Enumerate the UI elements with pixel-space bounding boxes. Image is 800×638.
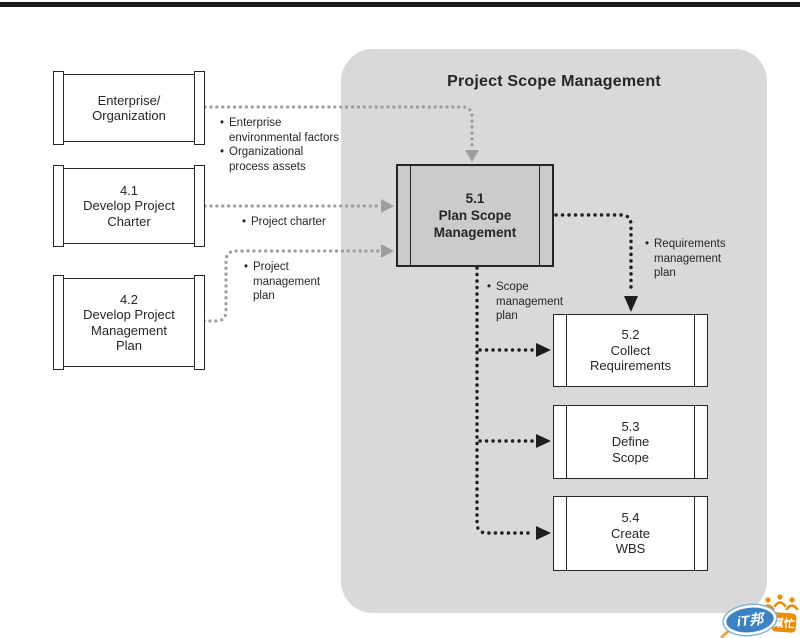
label-line: plan [253,290,275,302]
label-line: plan [496,310,518,322]
box-text-line: Create [610,525,651,541]
entity-side-bar [53,275,65,370]
box-enterprise-organization: Enterprise/ Organization [53,71,205,145]
label-line: Project [253,261,289,273]
box-number: 4.1 [119,182,139,198]
label-line: management [496,295,564,308]
entity-side-bar [193,275,205,370]
box-text-line: Plan Scope [438,208,512,223]
label-line: management [654,252,722,265]
box-5-4-create-wbs: 5.4 Create WBS [553,496,708,571]
logo-tag-text: 幫忙 [772,615,795,631]
bullet-icon: • [220,117,225,129]
label-requirements-management-plan: • Requirements management plan [645,237,755,281]
entity-side-bar [53,71,65,145]
top-border-line [0,2,800,7]
label-enterprise-outputs: • Enterprise environmental factors • Org… [220,116,350,174]
entity-side-bar [193,71,205,145]
box-5-1-plan-scope-management: 5.1 Plan Scope Management [396,164,554,267]
label-line: Organizational [229,146,304,158]
box-4-1-develop-project-charter: 4.1 Develop Project Charter [53,165,205,247]
box-number: 5.4 [621,510,640,526]
logo-oval-text: iT邦 [736,610,767,629]
entity-side-bar [53,165,65,247]
box-text-line: Plan [115,338,143,353]
label-line: Enterprise [229,117,282,129]
box-5-2-collect-requirements: 5.2 Collect Requirements [553,314,708,387]
bullet-icon: • [487,281,492,293]
film-strip-line [694,497,695,570]
bullet-icon: • [645,238,650,250]
label-project-charter: • Project charter [242,215,352,230]
film-strip-line [694,406,695,478]
film-strip-line [539,166,540,265]
box-number: 5.1 [465,191,485,206]
film-strip-line [410,166,411,265]
bullet-icon: • [244,261,249,273]
box-number: 4.2 [119,291,139,307]
box-text-line: Requirements [590,358,671,374]
box-4-2-develop-project-management-plan: 4.2 Develop Project Management Plan [53,275,205,370]
bullet-icon: • [242,216,247,228]
label-line: environmental factors [229,131,339,144]
box-text-line: Organization [92,108,166,123]
label-line: plan [654,267,676,279]
label-line: Project charter [251,216,326,228]
film-strip-line [694,315,695,386]
film-strip-line [566,497,567,570]
label-line: management [253,275,321,288]
box-5-3-define-scope: 5.3 Define Scope [553,405,708,479]
box-text-line: Management [433,225,517,240]
box-number: 5.3 [621,418,640,434]
bullet-icon: • [220,146,225,158]
label-project-management-plan: • Project management plan [244,260,344,304]
label-scope-management-plan: • Scope management plan [487,280,587,324]
entity-side-bar [193,165,205,247]
box-text-line: WBS [615,541,646,557]
logo-people-icons [761,593,799,611]
film-strip-line [566,315,567,386]
box-text-line: Charter [107,213,151,229]
box-text-line: Define [611,434,650,450]
panel-title: Project Scope Management [447,73,661,90]
film-strip-line [566,406,567,478]
box-text-line: Develop Project [83,307,175,322]
box-text-line: Collect [610,342,651,358]
box-text-line: Develop Project [83,198,175,214]
box-text-line: Management [91,322,167,338]
label-line: process assets [229,160,306,173]
label-line: Requirements [654,238,726,250]
box-number: 5.2 [621,327,640,343]
box-text-line: Scope [612,449,649,465]
itbang-watermark-logo: 幫忙 iT邦 [720,593,799,638]
label-line: Scope [496,281,529,293]
box-text-line: Enterprise/ [97,92,161,108]
logo-blue-oval: iT邦 [722,603,778,637]
